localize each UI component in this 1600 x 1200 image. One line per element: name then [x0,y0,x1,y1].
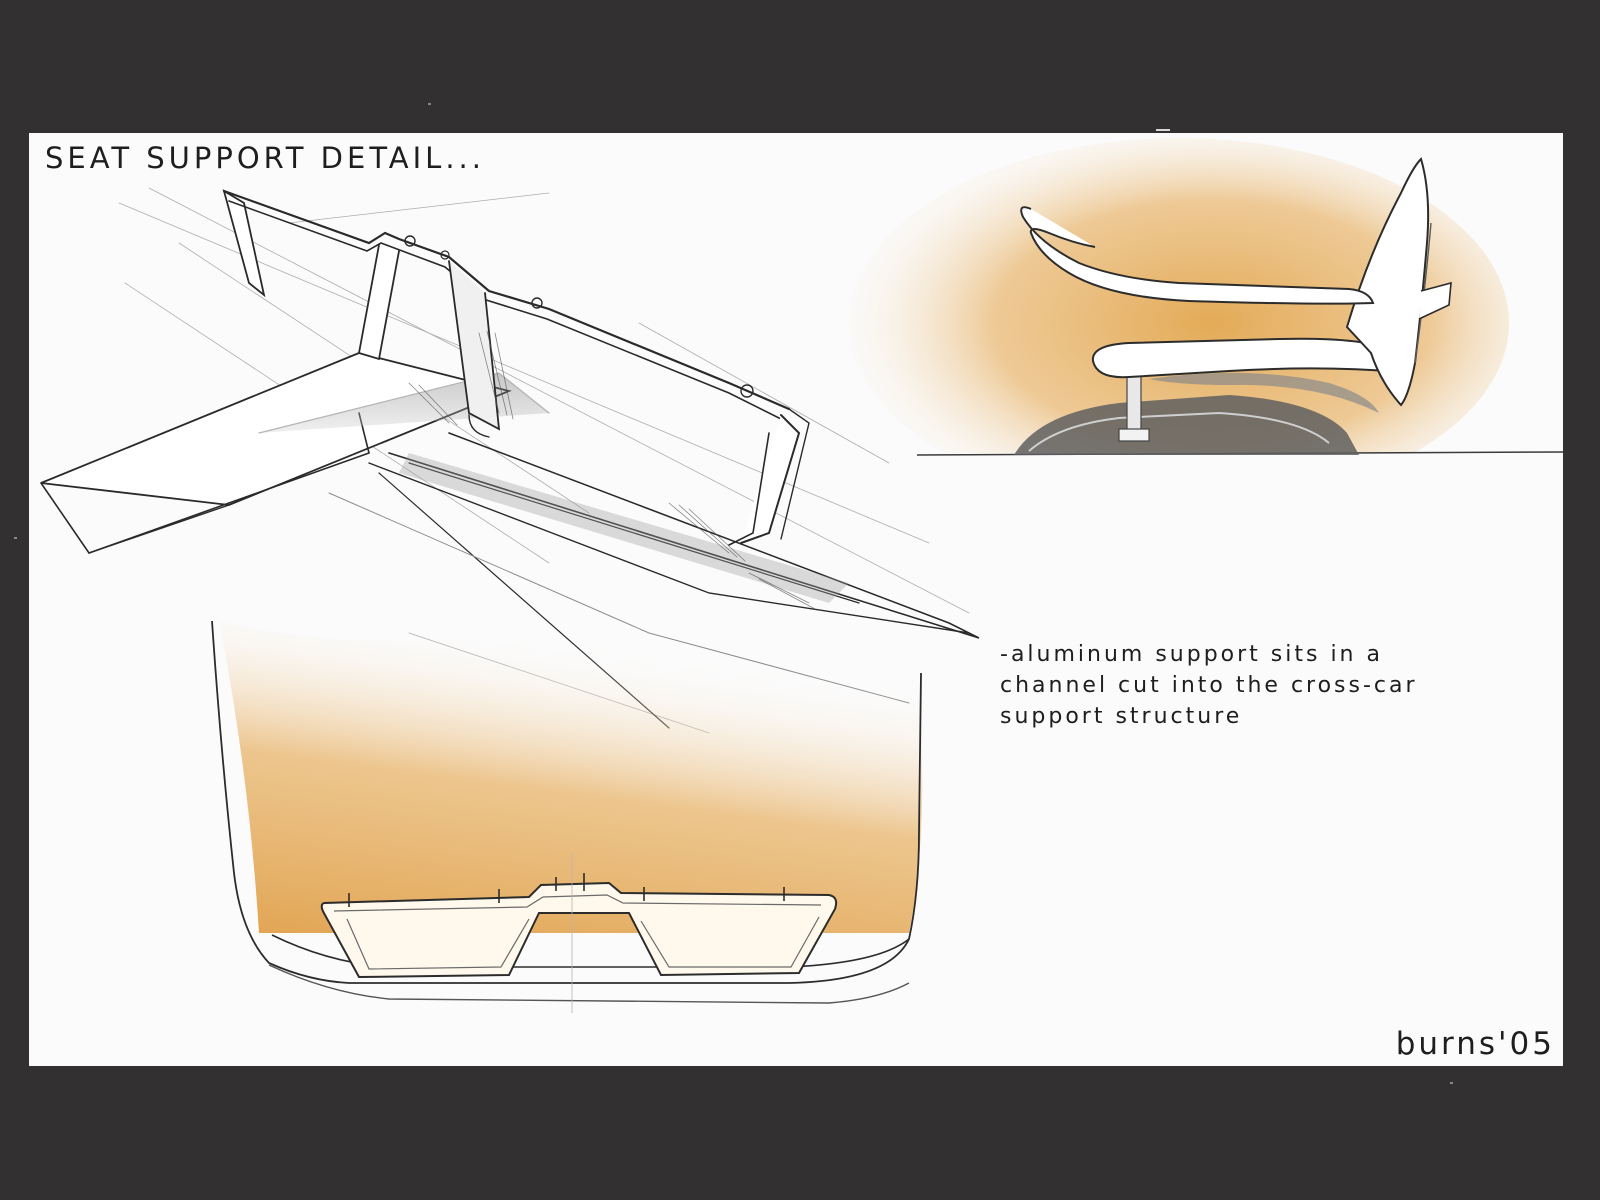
seat-support-front-view [211,620,923,1013]
dust-speck [14,537,17,539]
sketch-artwork [40,138,1563,1013]
sketch-sheet: SEAT SUPPORT DETAIL... -aluminum support… [29,133,1563,1066]
dust-speck [1450,1082,1453,1084]
caption-line: support structure [1000,704,1243,729]
sheet-title: SEAT SUPPORT DETAIL... [45,141,485,175]
artist-signature: burns'05 [1395,1026,1555,1062]
caption-line: -aluminum support sits in a [1000,642,1383,667]
seat-side-view [849,138,1563,593]
annotation-caption: -aluminum support sits in a channel cut … [1000,639,1540,732]
dust-speck [428,103,431,105]
seat-support-perspective [40,187,980,734]
caption-line: channel cut into the cross-car [1000,673,1418,698]
dust-speck [1156,129,1170,131]
